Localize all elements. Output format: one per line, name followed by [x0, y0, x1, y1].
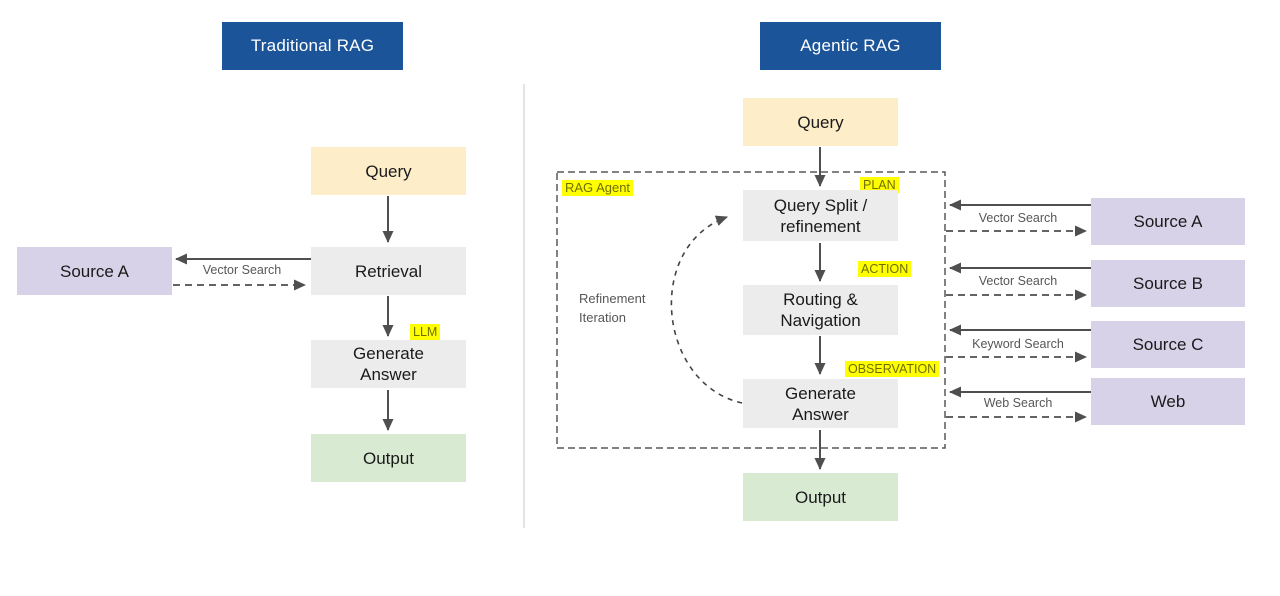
- agentic-source-c-node: Source C: [1091, 321, 1245, 368]
- agentic-output-node: Output: [743, 473, 898, 521]
- agentic-query-node: Query: [743, 98, 898, 146]
- agentic-generate-answer-node: Generate Answer: [743, 379, 898, 428]
- rag-agent-label: RAG Agent: [562, 180, 634, 196]
- agentic-rag-title: Agentic RAG: [760, 22, 941, 70]
- agentic-search-label-web: Web Search: [983, 396, 1053, 410]
- refinement-iteration-label: Refinement Iteration: [579, 291, 646, 325]
- traditional-rag-title: Traditional RAG: [222, 22, 403, 70]
- action-tag: ACTION: [858, 261, 912, 277]
- traditional-retrieval-node: Retrieval: [311, 247, 466, 295]
- agentic-source-a-node: Source A: [1091, 198, 1245, 245]
- traditional-output-node: Output: [311, 434, 466, 482]
- refinement-loop-arrow: [670, 215, 743, 404]
- agentic-search-label-source-b: Vector Search: [978, 274, 1058, 288]
- agentic-search-label-source-a: Vector Search: [978, 211, 1058, 225]
- llm-tag: LLM: [410, 324, 441, 340]
- traditional-vector-search-label: Vector Search: [202, 263, 282, 277]
- agentic-search-label-source-c: Keyword Search: [972, 337, 1064, 351]
- plan-tag: PLAN: [860, 177, 899, 193]
- agentic-source-b-node: Source B: [1091, 260, 1245, 307]
- rag-agent-boundary: [556, 171, 946, 449]
- traditional-query-node: Query: [311, 147, 466, 195]
- observation-tag: OBSERVATION: [845, 361, 940, 377]
- traditional-source-a-node: Source A: [17, 247, 172, 295]
- routing-navigation-node: Routing & Navigation: [743, 285, 898, 335]
- agentic-web-node: Web: [1091, 378, 1245, 425]
- query-split-node: Query Split / refinement: [743, 190, 898, 241]
- traditional-generate-answer-node: Generate Answer: [311, 340, 466, 388]
